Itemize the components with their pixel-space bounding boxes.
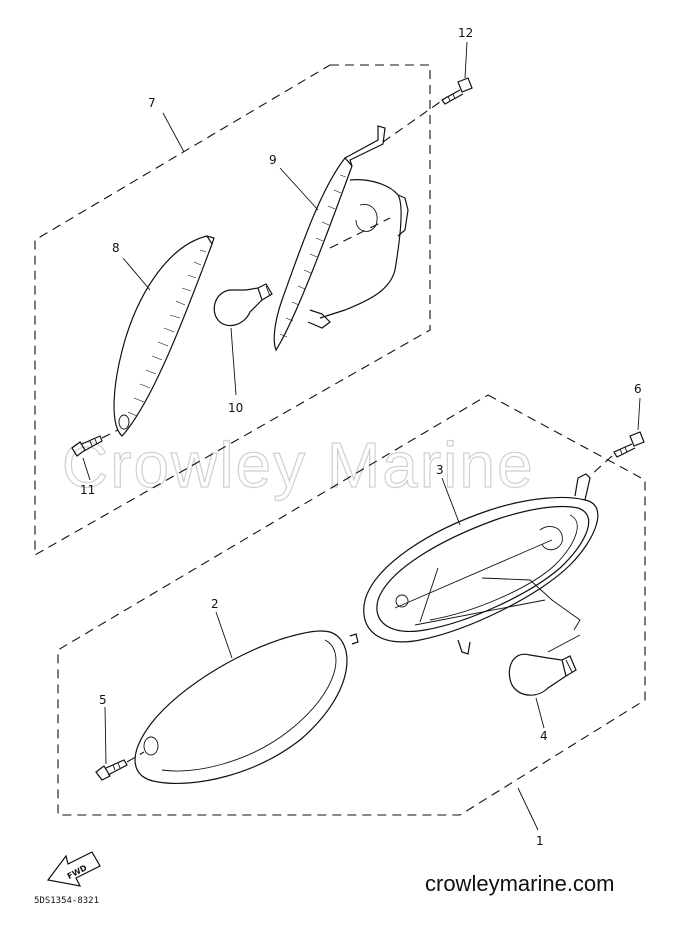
part-3-housing[interactable] <box>363 473 599 655</box>
upper-group-boundary <box>34 64 431 556</box>
callout-1: 1 <box>536 834 544 848</box>
part-10-bulb[interactable] <box>213 283 273 327</box>
leader-9 <box>279 167 319 211</box>
leader-3 <box>441 477 461 526</box>
part-12-screw[interactable] <box>441 77 473 105</box>
part-11-screw[interactable] <box>71 435 103 457</box>
leader-7 <box>162 112 185 153</box>
callout-4: 4 <box>540 729 548 743</box>
fwd-label: FWD <box>66 863 89 881</box>
leader-8 <box>122 257 151 291</box>
leader-12 <box>464 41 468 79</box>
leader-11 <box>82 457 91 481</box>
callout-7: 7 <box>148 96 156 110</box>
callout-12: 12 <box>458 26 473 40</box>
leader-1 <box>517 787 539 831</box>
website-label: crowleymarine.com <box>425 871 615 896</box>
callout-6: 6 <box>634 382 642 396</box>
leader-2 <box>215 611 233 659</box>
drawing-code: 5DS1354-8321 <box>34 896 99 906</box>
leader-10 <box>230 327 237 396</box>
part-9-housing[interactable] <box>273 125 409 352</box>
leader-6 <box>637 397 641 431</box>
leader-5 <box>104 706 107 765</box>
part-5-screw[interactable] <box>95 759 128 781</box>
part-8-side-lens[interactable] <box>113 235 215 437</box>
callout-2: 2 <box>211 597 219 611</box>
callout-5: 5 <box>99 693 107 707</box>
part-4-bulb[interactable] <box>508 653 577 696</box>
lower-group-boundary <box>57 394 646 816</box>
leader-4 <box>535 697 545 729</box>
part-2-lens[interactable] <box>134 630 359 785</box>
part-6-screw[interactable] <box>613 431 645 458</box>
callout-8: 8 <box>112 241 120 255</box>
callout-3: 3 <box>436 463 444 477</box>
callout-11: 11 <box>80 483 95 497</box>
fwd-arrow-icon: FWD <box>46 851 101 887</box>
callout-10: 10 <box>228 401 243 415</box>
watermark-text: Crowley Marine <box>62 429 535 501</box>
callout-9: 9 <box>269 153 277 167</box>
